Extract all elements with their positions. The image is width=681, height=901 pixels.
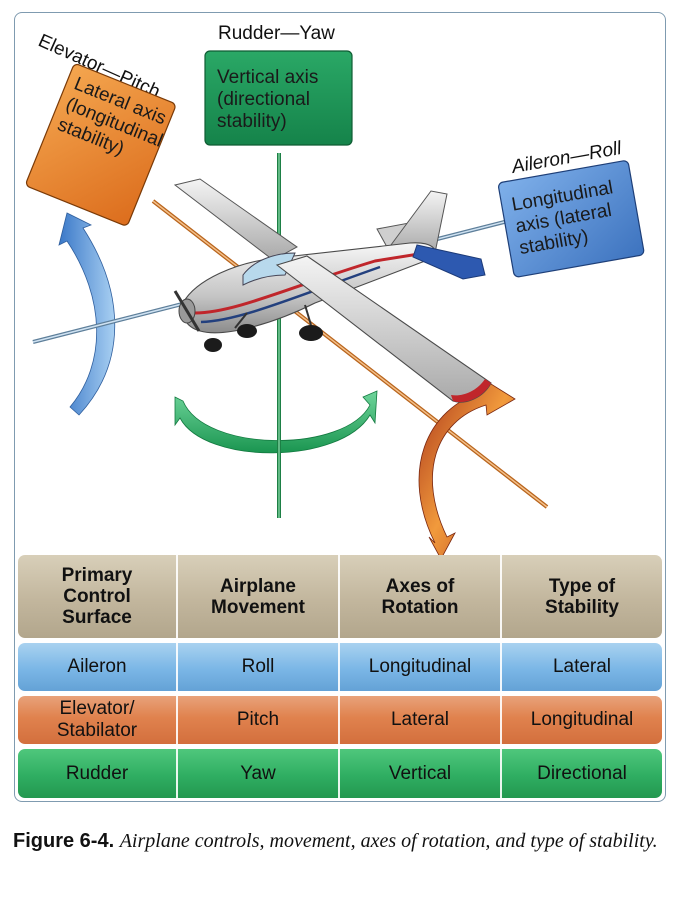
header-axes-of-rotation: Axes of Rotation bbox=[340, 555, 502, 638]
header-type-of-stability: Type of Stability bbox=[545, 575, 619, 618]
table-cell: Elevator/ Stabilator bbox=[18, 696, 178, 744]
vertical-axis-box-line2: (directional bbox=[217, 89, 310, 110]
airplane-illustration bbox=[173, 178, 492, 403]
table-cell: Directional bbox=[537, 762, 627, 784]
roll-arrow bbox=[58, 212, 116, 416]
table-row-elevator: Elevator/ Stabilator Pitch Lateral Longi… bbox=[18, 696, 662, 744]
table-cell: Rudder bbox=[18, 749, 178, 798]
longitudinal-axis-box bbox=[498, 160, 645, 278]
header-airplane-movement: Airplane Movement bbox=[178, 555, 340, 638]
lateral-axis-box bbox=[25, 63, 176, 226]
pitch-arrow bbox=[418, 378, 516, 558]
figure-number: Figure 6-4. bbox=[13, 830, 115, 852]
table-cell: Lateral bbox=[340, 696, 502, 744]
table-cell: Aileron bbox=[18, 643, 178, 691]
table-row-rudder: Rudder Yaw Vertical Directional bbox=[18, 749, 662, 798]
vertical-axis-box bbox=[204, 50, 353, 146]
rudder-title: Rudder—Yaw bbox=[218, 23, 335, 44]
yaw-arrow bbox=[174, 390, 378, 454]
table-cell: Longitudinal bbox=[340, 643, 502, 691]
table-cell: Vertical bbox=[340, 749, 502, 798]
airplane-axes-diagram: Elevator—Pitch Lateral axis (longitudina… bbox=[25, 23, 645, 558]
controls-table: Primary Control Surface Airplane Movemen… bbox=[18, 555, 662, 801]
vertical-axis-box-line3: stability) bbox=[217, 111, 287, 132]
table-cell: Yaw bbox=[178, 749, 340, 798]
table-row-aileron: Aileron Roll Longitudinal Lateral bbox=[18, 643, 662, 691]
table-cell: Pitch bbox=[178, 696, 340, 744]
figure-frame: Elevator—Pitch Lateral axis (longitudina… bbox=[14, 12, 666, 802]
vertical-axis-box-line1: Vertical axis bbox=[217, 67, 318, 88]
table-cell: Longitudinal bbox=[530, 709, 634, 730]
table-cell: Roll bbox=[178, 643, 340, 691]
caption-text: Airplane controls, movement, axes of rot… bbox=[119, 830, 658, 852]
table-header-row: Primary Control Surface Airplane Movemen… bbox=[18, 555, 662, 638]
figure-caption: Figure 6-4. Airplane controls, movement,… bbox=[13, 826, 668, 857]
header-primary-control-surface: Primary Control Surface bbox=[18, 555, 178, 638]
table-cell: Lateral bbox=[552, 656, 612, 677]
